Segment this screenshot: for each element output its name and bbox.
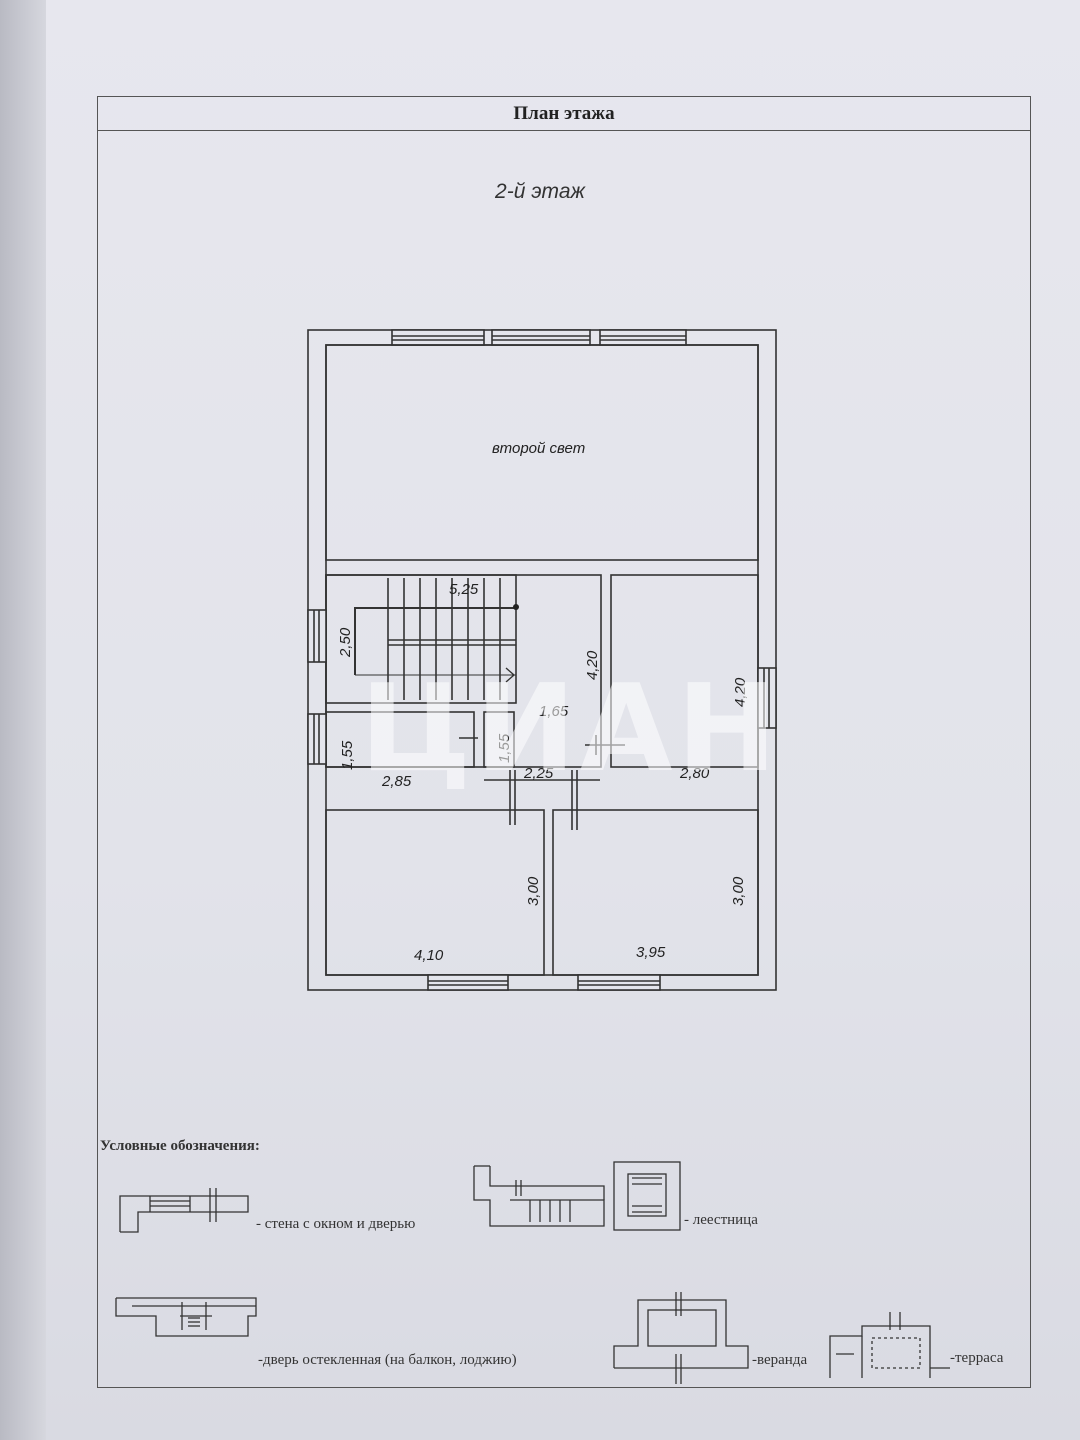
paper-left-edge xyxy=(0,0,46,1440)
legend-veranda-label: -веранда xyxy=(752,1352,808,1368)
label-second-light: второй свет xyxy=(492,440,585,457)
dim-hall-width: 1,65 xyxy=(539,703,569,720)
dim-stair-width: 2,50 xyxy=(337,627,354,658)
dim-room-br-height: 3,00 xyxy=(730,876,747,906)
floor-title: 2-й этаж xyxy=(495,180,585,203)
legend-title: Условные обозначения: xyxy=(100,1138,260,1154)
page-title: План этажа xyxy=(513,102,615,124)
legend-glass-door-icon xyxy=(115,1297,257,1337)
room-second-light xyxy=(325,344,759,561)
dim-room-bl-width: 4,10 xyxy=(414,947,444,964)
dim-bath-left-height: 1,55 xyxy=(339,740,356,770)
legend-terrace-icon xyxy=(829,1312,950,1378)
dim-hall-height: 4,20 xyxy=(584,650,601,680)
dim-stair-length: 5,25 xyxy=(449,581,479,598)
legend-glass-door-label: -дверь остекленная (на балкон, лоджию) xyxy=(258,1352,517,1368)
dim-room-right-height: 4,20 xyxy=(732,677,749,707)
legend-stairs-icon xyxy=(473,1161,681,1231)
legend-stairs-label: - леестница xyxy=(684,1212,758,1228)
dim-bath-mid-height: 1,55 xyxy=(496,733,513,763)
dim-room-br-width: 3,95 xyxy=(636,944,666,961)
document-frame: План этажа xyxy=(97,96,1031,1388)
dim-room-right-width: 2,80 xyxy=(679,765,710,782)
title-row: План этажа xyxy=(98,97,1030,131)
legend-wall-label: - стена с окном и дверью xyxy=(256,1216,416,1232)
legend-veranda-icon xyxy=(613,1292,749,1384)
dim-bath-mid-width: 2,25 xyxy=(523,765,554,782)
watermark-logo: ЦИАН xyxy=(360,660,782,799)
dim-room-bl-height: 3,00 xyxy=(525,876,542,906)
legend-wall-icon xyxy=(119,1188,249,1233)
legend-terrace-label: -терраса xyxy=(950,1350,1004,1366)
dim-bath-left-width: 2,85 xyxy=(381,773,412,790)
